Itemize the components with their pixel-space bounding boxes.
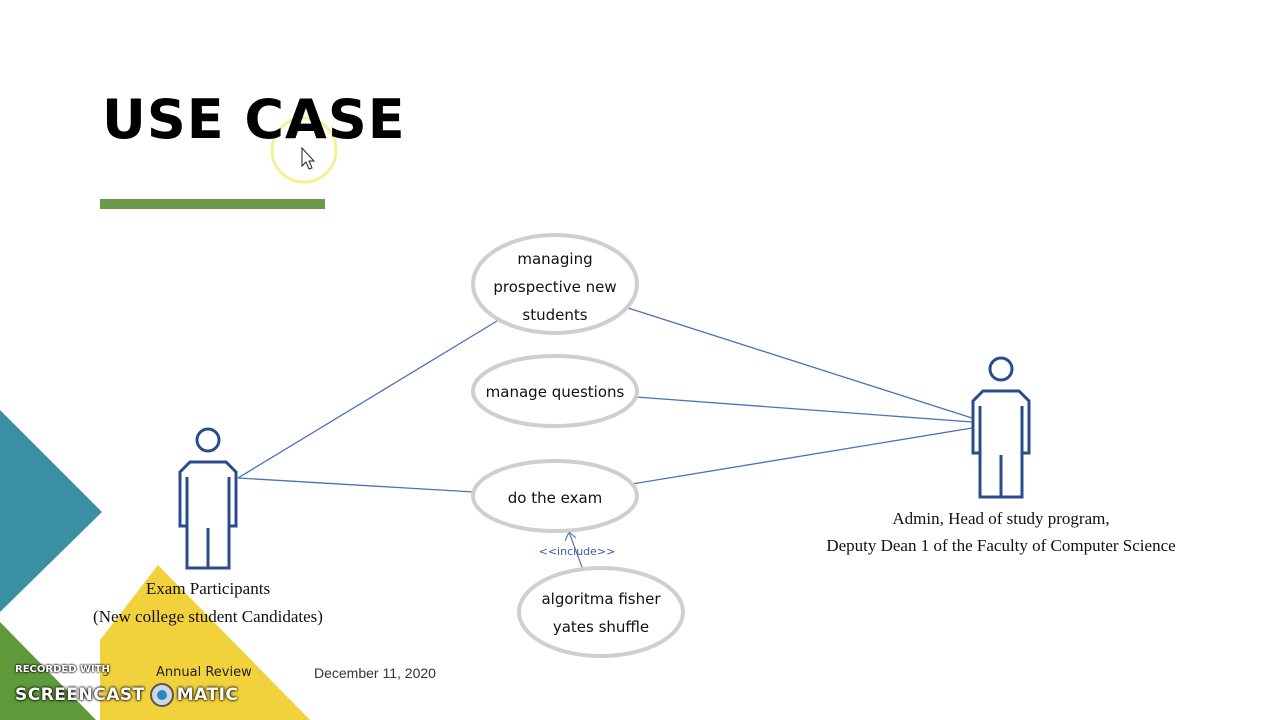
association-admin-managing — [627, 307, 973, 419]
use-case-managing: managing prospective new students — [471, 233, 639, 335]
use-case-ellipse — [471, 354, 639, 428]
include-label: <<include>> — [539, 545, 616, 558]
actor-head — [195, 427, 221, 453]
cursor-highlight — [270, 116, 338, 184]
use-case-ellipse — [517, 566, 685, 658]
footer-label: Annual Review — [156, 665, 252, 680]
use-case-label: manage questions — [486, 383, 625, 401]
actor-label: Admin, Head of study program, — [892, 509, 1109, 528]
use-case-ellipse — [471, 233, 639, 335]
actor-label: Deputy Dean 1 of the Faculty of Computer… — [826, 536, 1175, 555]
use-case-label: do the exam — [508, 489, 603, 507]
footer-date: December 11, 2020 — [314, 665, 436, 681]
actor-body — [178, 460, 238, 570]
actor-label: Exam Participants — [146, 579, 270, 598]
use-case-label: managing — [517, 250, 592, 268]
watermark-word: MATIC — [176, 685, 239, 705]
association-admin-questions — [635, 396, 973, 423]
actor-admin — [971, 356, 1031, 499]
actor-body — [971, 389, 1031, 499]
use-case-label: students — [522, 306, 587, 324]
association-participant-exam — [237, 477, 475, 493]
use-case-shuffle: algoritma fisher yates shuffle — [517, 566, 685, 658]
use-case-label: algoritma fisher — [541, 590, 661, 608]
title-underline — [100, 199, 325, 209]
corner-green-shape — [0, 622, 96, 720]
actor-label: (New college student Candidates) — [93, 607, 323, 626]
corner-yellow-shape — [100, 565, 310, 720]
actor-participant — [178, 427, 238, 570]
include-line — [568, 531, 584, 571]
association-participant-managing — [237, 320, 498, 479]
use-case-questions: manage questions — [471, 354, 639, 428]
association-admin-exam — [631, 427, 973, 485]
cursor-ring-icon — [270, 116, 338, 184]
recorder-watermark-caption: RECORDED WITH — [15, 664, 110, 675]
slide-title: USE CASE — [102, 88, 406, 151]
slide-number: 5 — [102, 665, 110, 679]
recorder-watermark-logo: SCREENCAST MATIC — [15, 683, 238, 707]
use-case-ellipse — [471, 459, 639, 533]
mouse-pointer-icon — [301, 146, 316, 170]
use-case-exam: do the exam — [471, 459, 639, 533]
screencast-logo-icon — [149, 683, 174, 707]
use-case-label: yates shuffle — [553, 618, 649, 636]
use-case-label: prospective new — [493, 278, 616, 296]
associations — [237, 307, 973, 493]
watermark-word: SCREENCAST — [15, 685, 145, 705]
actor-head — [988, 356, 1014, 382]
corner-teal-shape — [0, 410, 102, 612]
